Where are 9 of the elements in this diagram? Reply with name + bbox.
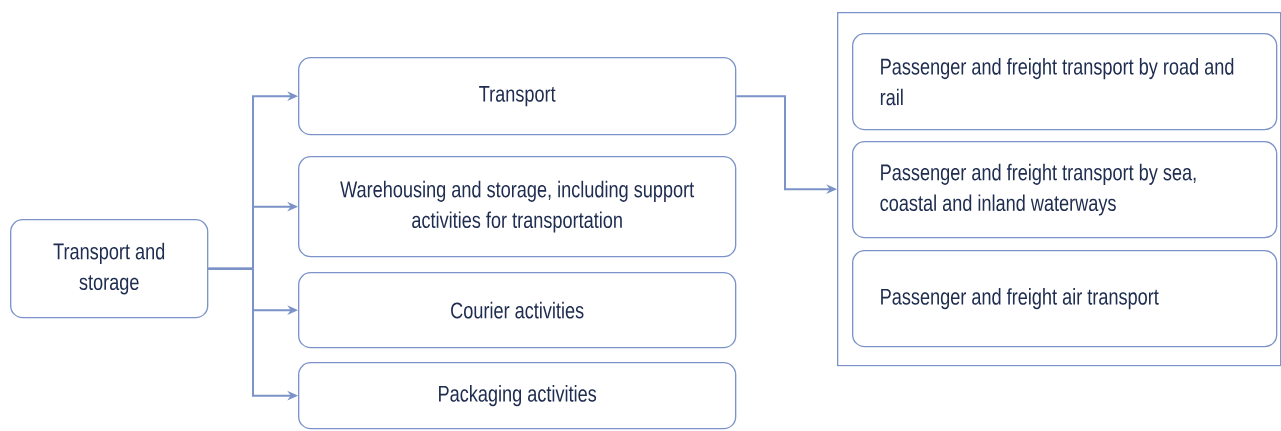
category-box: Warehousing and storage, including support activities for transportation [298, 156, 737, 258]
category-box: Passenger and freight transport by sea, coastal and inland waterways [852, 141, 1278, 239]
category-box: Courier activities [298, 272, 737, 349]
group-frame [837, 12, 1281, 367]
category-box: Transport and storage [10, 219, 209, 319]
category-box: Passenger and freight air transport [852, 250, 1278, 348]
category-box: Packaging activities [298, 362, 737, 430]
category-box: Transport [298, 57, 737, 136]
category-box: Passenger and freight transport by road and rail [852, 33, 1278, 131]
